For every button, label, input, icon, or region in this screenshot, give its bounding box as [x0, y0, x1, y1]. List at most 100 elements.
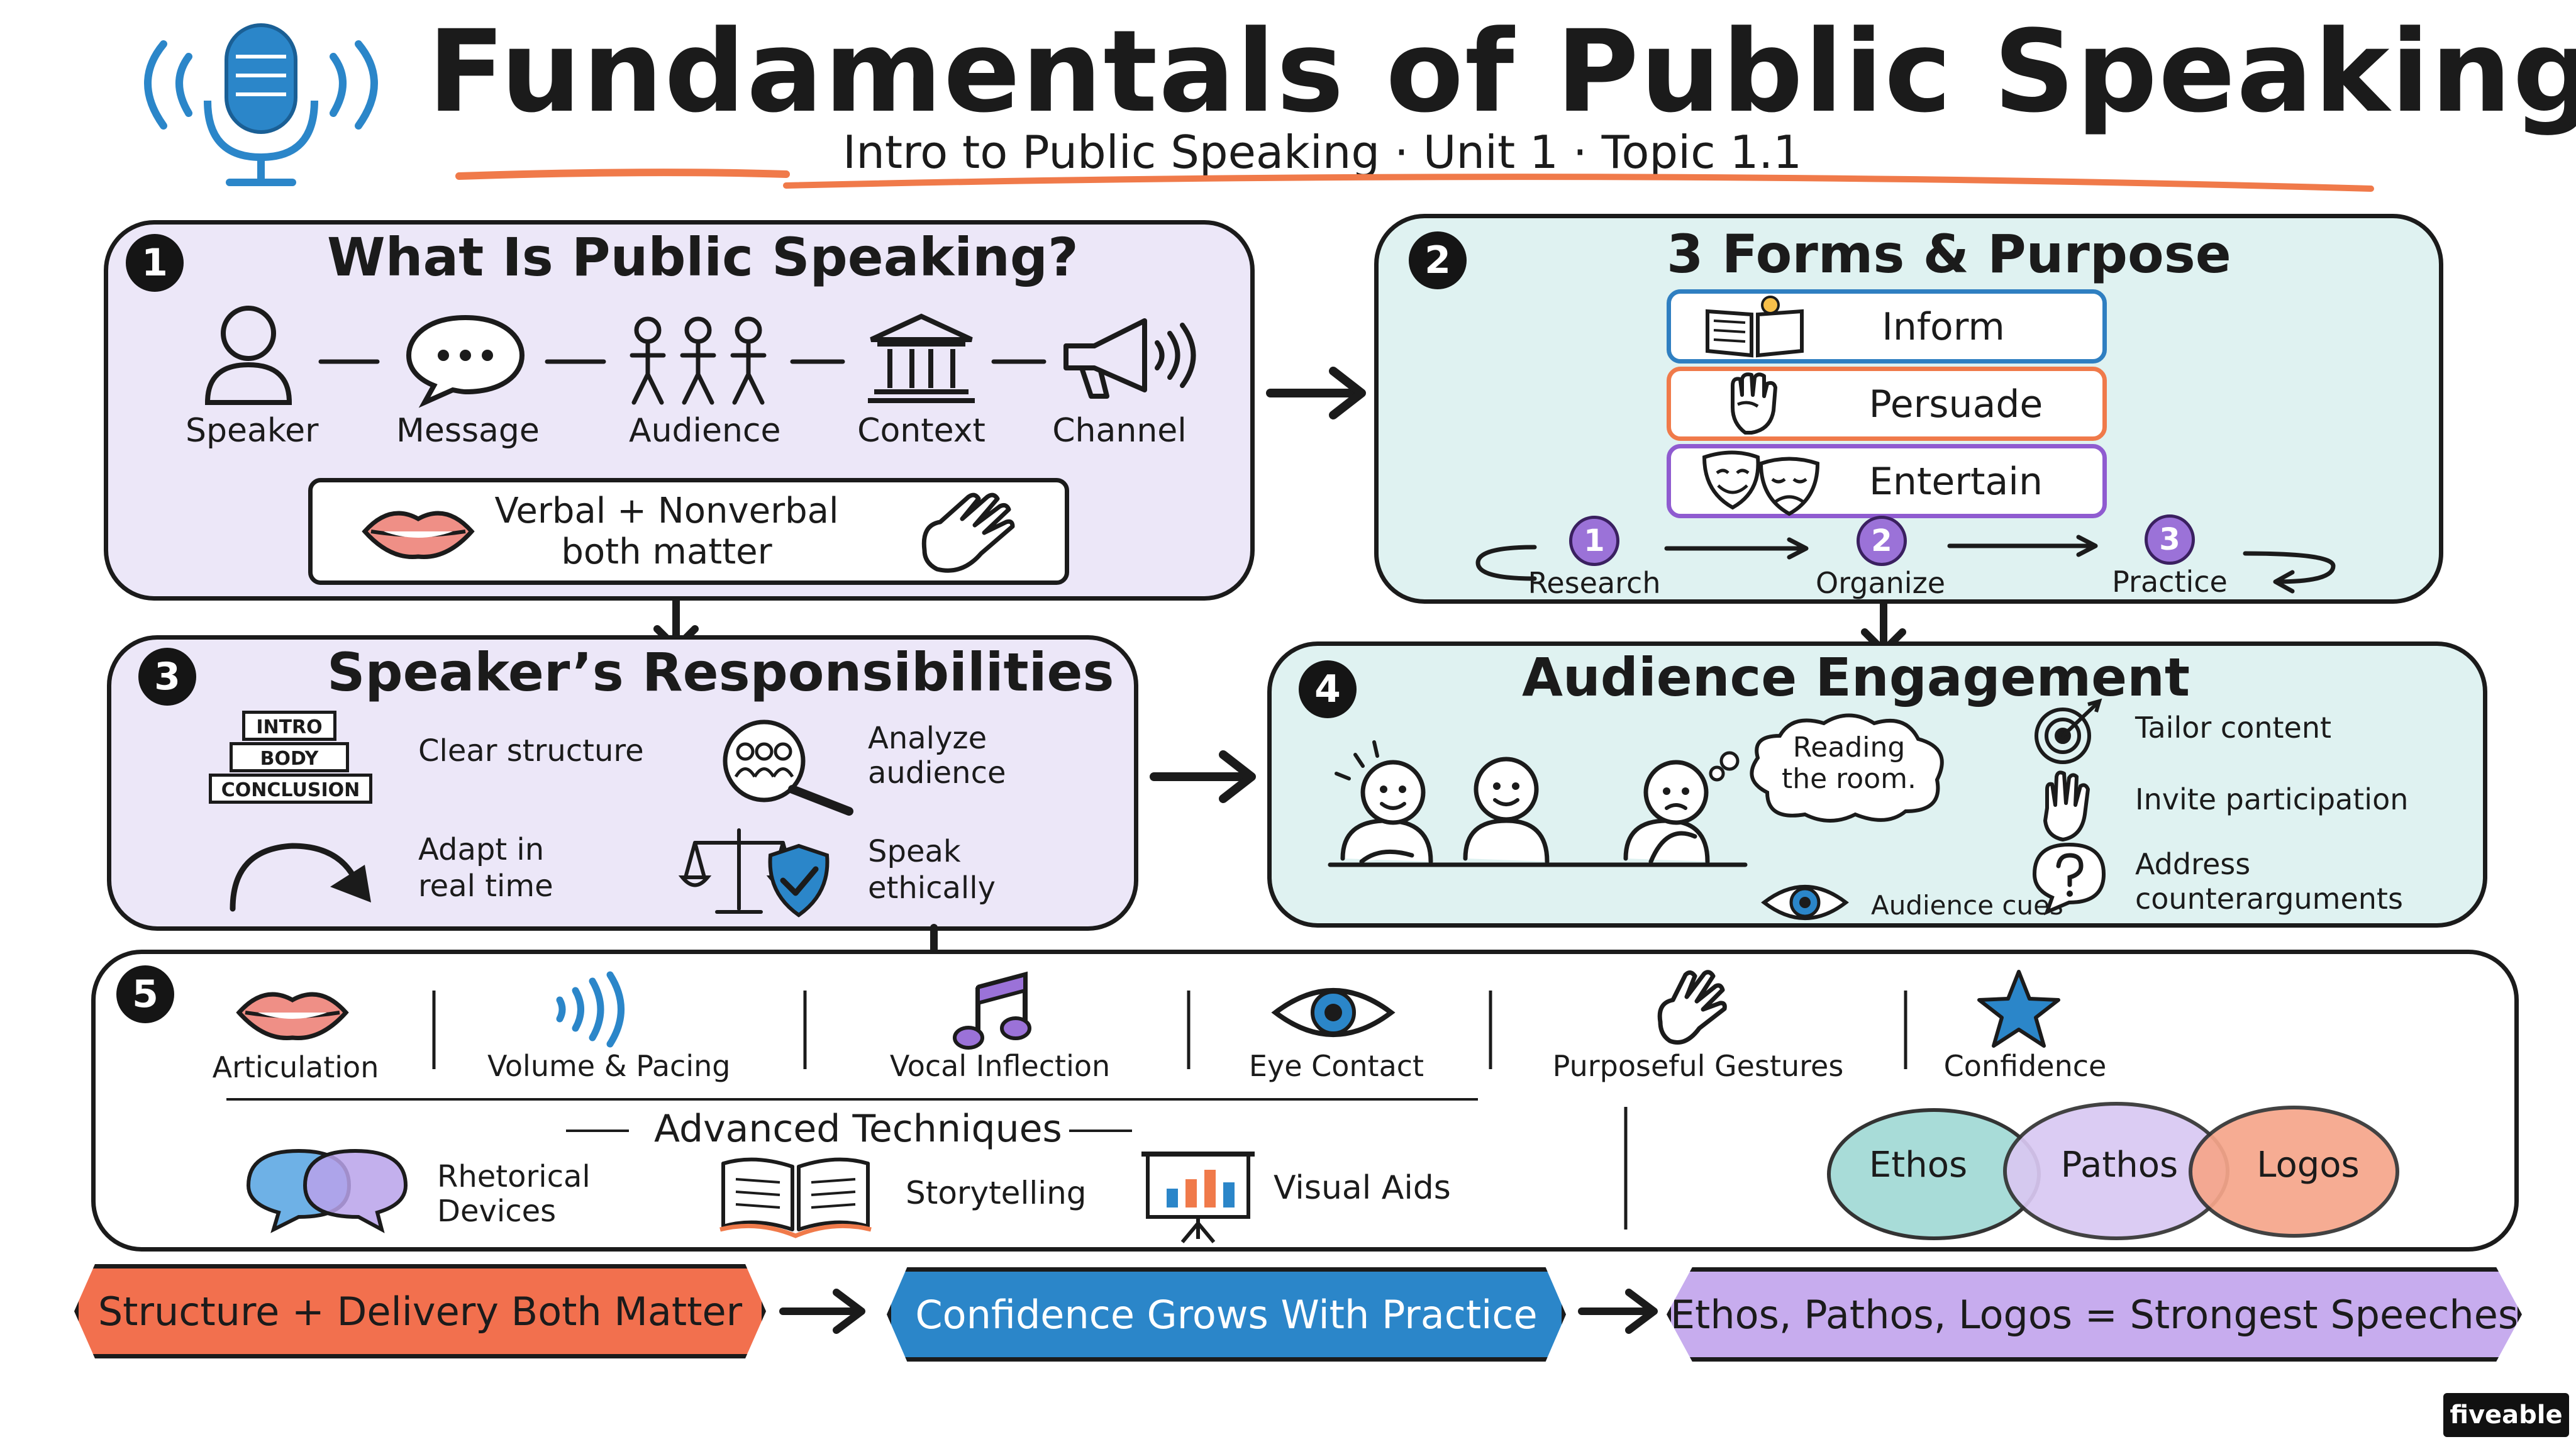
- title-underline: [455, 169, 2374, 192]
- advanced-techniques-title: Advanced Techniques: [654, 1107, 1062, 1151]
- panel-3-badge: 3: [138, 648, 196, 706]
- banner-arrow-2: [1578, 1289, 1658, 1334]
- speech-bubbles-icon: [246, 1148, 408, 1233]
- lips-icon: [362, 511, 475, 559]
- delivery-purposeful-gestures: Purposeful Gestures: [1552, 1049, 1844, 1083]
- eye-icon: [1761, 885, 1849, 920]
- outline-intro: INTRO: [242, 711, 336, 741]
- sound-waves-icon: [556, 971, 625, 1048]
- rhetorical-devices-1: Rhetorical: [437, 1159, 591, 1194]
- outline-conclusion: CONCLUSION: [209, 774, 372, 804]
- panel-2-badge: 2: [1409, 231, 1467, 289]
- venn-label-ethos: Ethos: [1868, 1145, 1968, 1185]
- rhetorical-devices-2: Devices: [437, 1194, 557, 1229]
- page-title: Fundamentals of Public Speaking: [428, 6, 2576, 138]
- chain-connectors: [318, 359, 1046, 364]
- hand-raised-icon: [2043, 770, 2090, 841]
- resp-ethics-2: ethically: [868, 870, 996, 906]
- element-label-channel: Channel: [1052, 412, 1187, 450]
- process-cycle-arrows: [1475, 535, 2336, 594]
- delivery-articulation: Articulation: [212, 1050, 379, 1084]
- verbal-nonverbal-line-1: Verbal + Nonverbal: [494, 491, 839, 531]
- venn-logos: [2189, 1106, 2399, 1238]
- hand-icon: [921, 492, 1015, 573]
- step-3-number: 3: [2145, 514, 2195, 565]
- arrow-3-to-4: [1150, 750, 1256, 803]
- book-icon: [1706, 296, 1804, 358]
- banner-confidence-practice: Confidence Grows With Practice: [887, 1267, 1566, 1362]
- eye-contact-icon: [1271, 988, 1396, 1037]
- step-3-label: Practice: [2112, 565, 2228, 599]
- delivery-dividers: [432, 991, 1907, 1069]
- music-note-icon: [953, 971, 1031, 1050]
- visual-aids-label: Visual Aids: [1274, 1169, 1451, 1207]
- step-1-number: 1: [1569, 516, 1619, 566]
- page-subtitle: Intro to Public Speaking · Unit 1 · Topi…: [843, 126, 1802, 179]
- step-2-label: Organize: [1815, 566, 1946, 600]
- step-1-label: Research: [1528, 566, 1661, 600]
- shield-check-icon: [768, 843, 830, 918]
- fist-icon: [1731, 372, 1777, 435]
- curved-arrow-icon: [230, 843, 371, 912]
- engage-address-1: Address: [2135, 847, 2251, 881]
- microphone-icon: [144, 23, 378, 186]
- banner-structure-delivery: Structure + Delivery Both Matter: [74, 1264, 766, 1358]
- banner-ethos-pathos-logos: Ethos, Pathos, Logos = Strongest Speeche…: [1667, 1267, 2522, 1362]
- element-label-audience: Audience: [629, 412, 781, 450]
- element-label-speaker: Speaker: [186, 412, 319, 450]
- articulation-lips-icon: [236, 992, 349, 1040]
- outline-body: BODY: [230, 742, 349, 772]
- panel-4-title: Audience Engagement: [1522, 647, 2190, 708]
- open-book-icon: [719, 1157, 872, 1238]
- speech-bubble-icon: [406, 314, 525, 408]
- fiveable-logo: fiveable: [2443, 1393, 2569, 1437]
- form-label-entertain: Entertain: [1868, 460, 2043, 504]
- vertical-divider: [1624, 1107, 1628, 1230]
- thought-bubble: [1750, 713, 1944, 823]
- audience-icon: [630, 316, 767, 405]
- advanced-separator-lines: [226, 1098, 1478, 1132]
- building-icon: [868, 313, 975, 403]
- panel-2-title: 3 Forms & Purpose: [1667, 223, 2231, 285]
- verbal-nonverbal-line-2: both matter: [561, 531, 772, 572]
- resp-adapt-2: real time: [418, 869, 553, 904]
- engage-address-2: counterarguments: [2135, 882, 2403, 916]
- megaphone-icon: [1063, 318, 1196, 399]
- panel-3-title: Speaker’s Responsibilities: [327, 641, 1114, 703]
- resp-analyze-1: Analyze: [868, 721, 987, 756]
- element-label-context: Context: [857, 412, 985, 450]
- magnifier-icon: [723, 719, 853, 816]
- delivery-volume-pacing: Volume & Pacing: [487, 1049, 731, 1083]
- resp-ethics-1: Speak: [868, 834, 961, 869]
- storytelling-label: Storytelling: [906, 1175, 1087, 1211]
- thought-line-2: the room.: [1781, 763, 1916, 795]
- panel-1-title: What Is Public Speaking?: [327, 226, 1079, 288]
- form-label-inform: Inform: [1882, 305, 2005, 349]
- element-label-message: Message: [396, 412, 540, 450]
- engage-tailor: Tailor content: [2135, 711, 2332, 745]
- resp-clear-structure: Clear structure: [418, 733, 644, 769]
- resp-adapt-1: Adapt in: [418, 832, 545, 867]
- star-icon: [1977, 970, 2060, 1048]
- panel-1-badge: 1: [126, 234, 184, 292]
- engage-invite: Invite participation: [2135, 782, 2409, 816]
- question-icon: [2032, 842, 2106, 916]
- audience-cues-label: Audience cues: [1871, 890, 2063, 921]
- presentation-board-icon: [1141, 1152, 1255, 1243]
- thought-line-1: Reading: [1792, 731, 1906, 763]
- delivery-eye-contact: Eye Contact: [1248, 1049, 1424, 1083]
- panel-4-badge: 4: [1299, 660, 1357, 718]
- venn-label-pathos: Pathos: [2060, 1145, 2179, 1185]
- delivery-confidence: Confidence: [1943, 1049, 2107, 1083]
- arrow-1-to-2: [1266, 367, 1366, 419]
- theater-masks-icon: [1702, 450, 1820, 516]
- panel-5-badge: 5: [116, 965, 174, 1023]
- venn-label-logos: Logos: [2257, 1145, 2360, 1185]
- speaker-person-icon: [204, 306, 292, 405]
- form-label-persuade: Persuade: [1868, 382, 2043, 426]
- target-icon: [2035, 698, 2102, 764]
- delivery-vocal-inflection: Vocal Inflection: [889, 1049, 1111, 1083]
- step-2-number: 2: [1857, 516, 1907, 566]
- resp-analyze-2: audience: [868, 755, 1006, 791]
- audience-faces-illustration: [1328, 740, 1748, 867]
